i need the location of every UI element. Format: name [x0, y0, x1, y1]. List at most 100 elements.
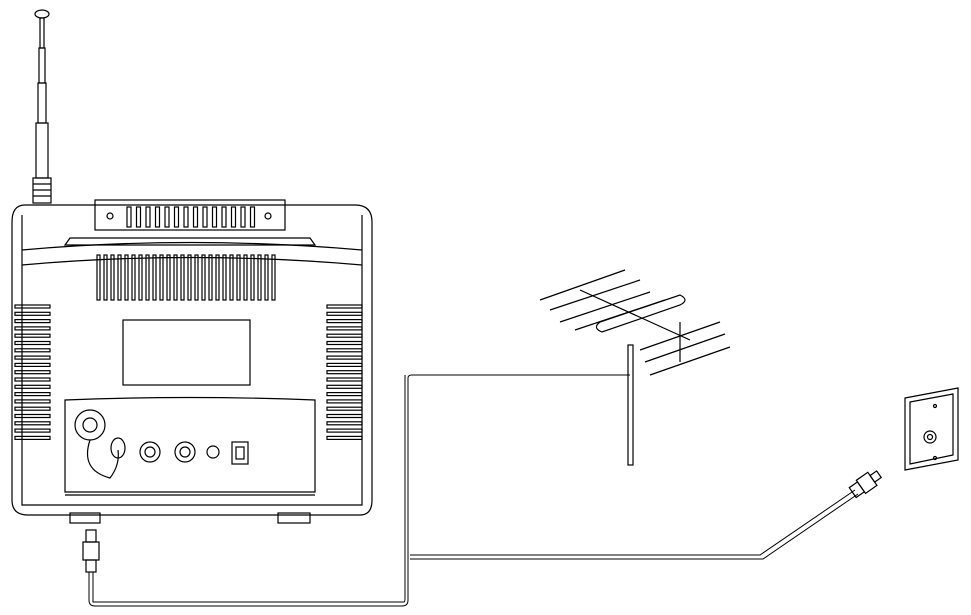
vent-slot [326, 333, 363, 338]
vent-slot [124, 254, 129, 301]
vent-slot [14, 355, 51, 360]
vent-slot [326, 421, 363, 426]
vent-slot [14, 392, 51, 397]
vent-slot [14, 348, 51, 353]
vent-slot [243, 254, 248, 301]
slot [154, 206, 161, 228]
vent-slot [180, 254, 185, 301]
vent-slot [103, 254, 108, 301]
av-jack [139, 441, 161, 463]
coax-plug [82, 529, 100, 573]
vent-slot [326, 304, 363, 309]
vent-slot [229, 254, 234, 301]
vent-slot [326, 362, 363, 367]
upper-vents [96, 254, 276, 301]
vent-slot [264, 254, 269, 301]
vent-slot [14, 413, 51, 419]
portable-tv-rear [11, 199, 373, 524]
vent-slot [326, 311, 363, 316]
slot [145, 206, 151, 228]
vent-slot [138, 254, 143, 301]
vent-slot [14, 333, 51, 338]
vent-slot [14, 421, 51, 426]
vent-slot [326, 355, 363, 360]
vent-slot [110, 254, 115, 301]
top-slots [126, 206, 256, 228]
earphone-jack [206, 445, 220, 459]
vent-slot [326, 406, 363, 411]
slot [192, 206, 199, 228]
slot [173, 206, 180, 228]
foot [69, 512, 101, 524]
outdoor-yagi-antenna [539, 269, 731, 466]
vent-slot [14, 428, 51, 433]
slot [240, 206, 246, 228]
vent-slot [14, 340, 51, 346]
vent-slot [14, 384, 51, 389]
vent-slot [14, 319, 51, 324]
vent-slot [14, 370, 51, 375]
vent-slot [14, 377, 51, 382]
vent-slot [326, 392, 363, 397]
coax-cable [410, 489, 859, 560]
coax-cable [92, 375, 406, 603]
vent-slot [14, 435, 51, 440]
vent-slot [326, 340, 363, 346]
vent-slot [14, 311, 51, 316]
vent-slot [326, 435, 363, 440]
vent-slot [14, 399, 51, 404]
vent-slot [222, 254, 227, 301]
vent-slot [194, 254, 199, 301]
av-jack [174, 441, 196, 463]
right-vents [326, 304, 363, 440]
vent-slot [14, 326, 51, 331]
vent-slot [326, 319, 363, 324]
slot [211, 206, 218, 228]
slot [183, 206, 189, 228]
vent-slot [257, 254, 262, 301]
vent-slot [131, 254, 136, 301]
slot [249, 206, 256, 228]
vent-slot [326, 326, 363, 331]
wall-antenna-outlet [904, 387, 959, 471]
vent-slot [145, 254, 150, 301]
carry-handle [94, 199, 286, 231]
vent-slot [250, 254, 255, 301]
slot [221, 206, 227, 228]
vent-slot [14, 406, 51, 411]
vent-slot [326, 370, 363, 375]
jack-panel [64, 396, 316, 493]
vent-slot [14, 304, 51, 309]
vent-slot [326, 413, 363, 419]
coax-cable [88, 374, 630, 607]
slot [202, 206, 208, 228]
telescopic-antenna [32, 9, 52, 204]
vent-slot [326, 384, 363, 389]
slot [164, 206, 170, 228]
vent-slot [152, 254, 157, 301]
vent-slot [166, 254, 171, 301]
vent-slot [215, 254, 220, 301]
vent-slot [326, 428, 363, 433]
foot [277, 512, 311, 524]
vent-slot [201, 254, 206, 301]
vent-slot [208, 254, 213, 301]
dc-input [231, 441, 249, 465]
slot [135, 206, 142, 228]
vent-slot [173, 254, 178, 301]
left-vents [14, 304, 51, 440]
coax-plug [848, 470, 883, 499]
slot [126, 206, 132, 228]
vent-slot [117, 254, 122, 301]
vent-slot [326, 348, 363, 353]
vent-slot [271, 254, 276, 301]
vent-slot [236, 254, 241, 301]
vent-slot [14, 362, 51, 367]
vent-slot [326, 377, 363, 382]
vent-slot [326, 399, 363, 404]
label-plate [122, 319, 251, 386]
vent-slot [159, 254, 164, 301]
antenna-input-jack [74, 409, 106, 441]
vent-slot [96, 254, 101, 301]
